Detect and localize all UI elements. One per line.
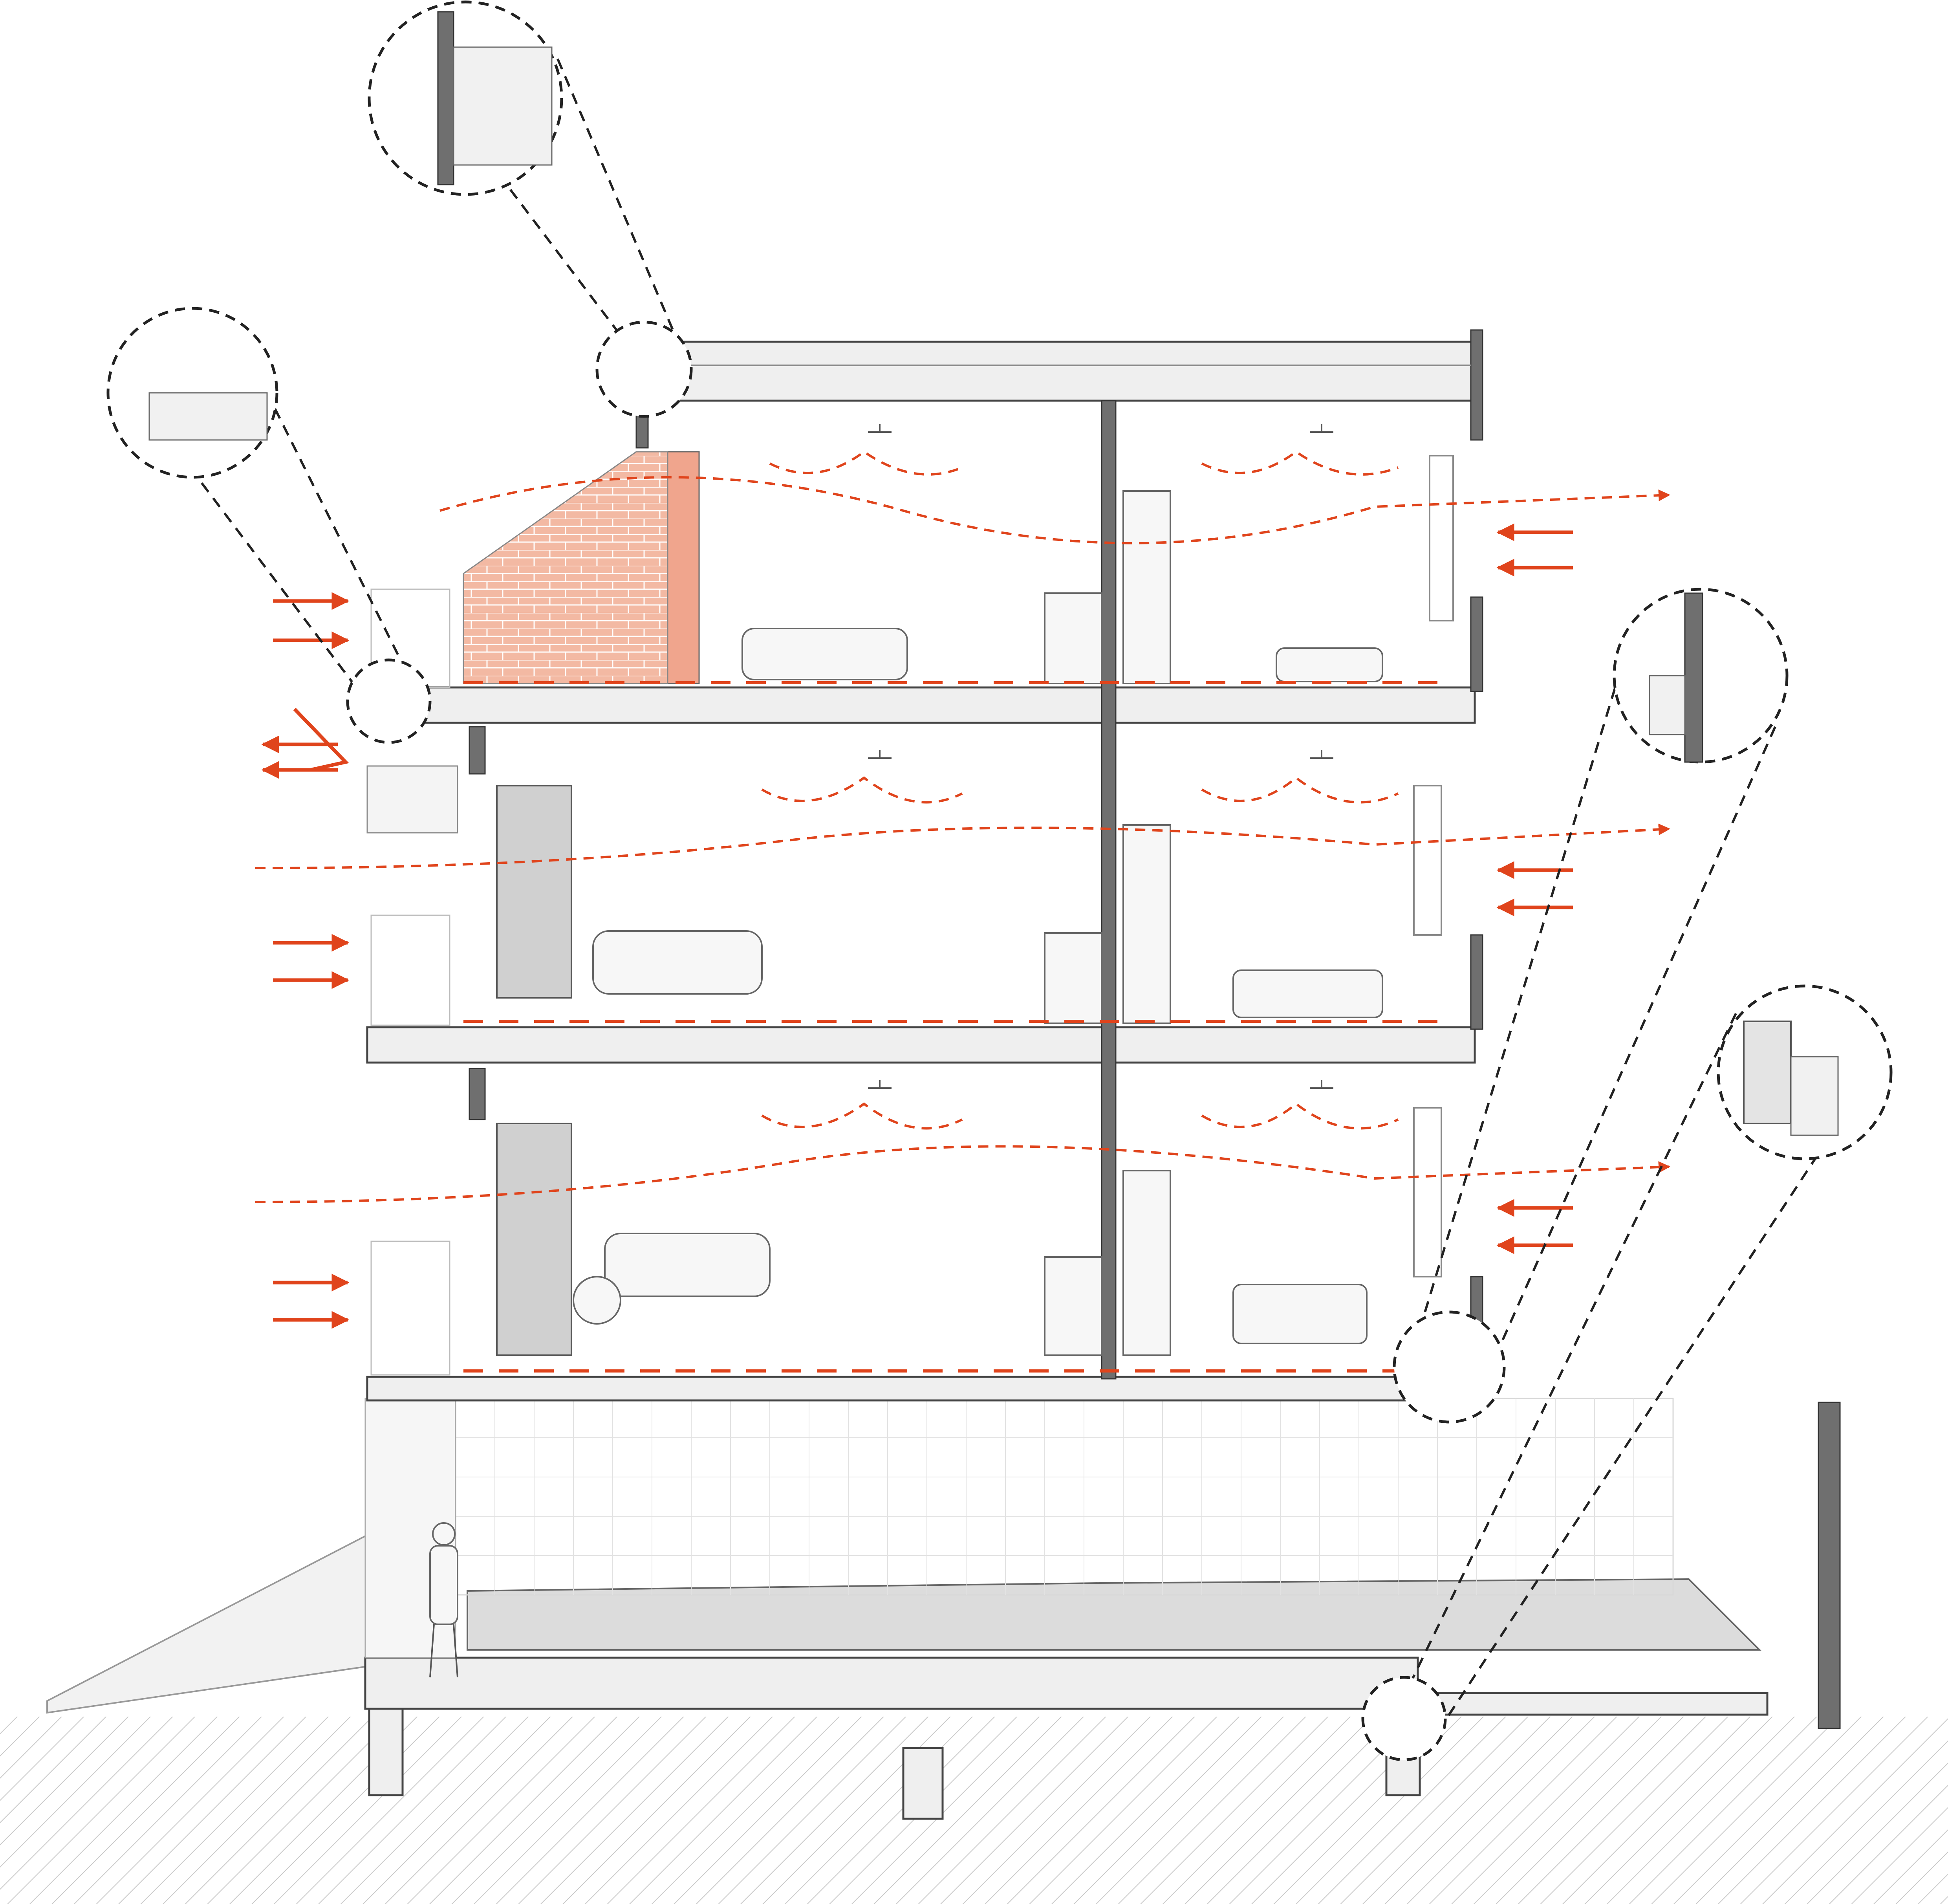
ground-floor-screen [364, 1398, 1674, 1678]
ceiling-circulation-arrows [761, 450, 1399, 1130]
person-standing-ground [429, 1522, 458, 1678]
detail-callout-icon [106, 0, 1893, 1761]
dashed-airflow-curve-icon [255, 476, 1670, 1203]
floor-slabs [366, 686, 1476, 1402]
ground [0, 1530, 1948, 1904]
radiant-heat-marker-icon [463, 681, 1453, 1373]
furniture [573, 628, 1383, 1344]
roof [635, 325, 1483, 449]
balconies [366, 588, 458, 1376]
ceiling-fan-icon [868, 424, 1333, 1089]
facade-windows [1413, 455, 1454, 1277]
kitchen-units [1044, 490, 1171, 1356]
